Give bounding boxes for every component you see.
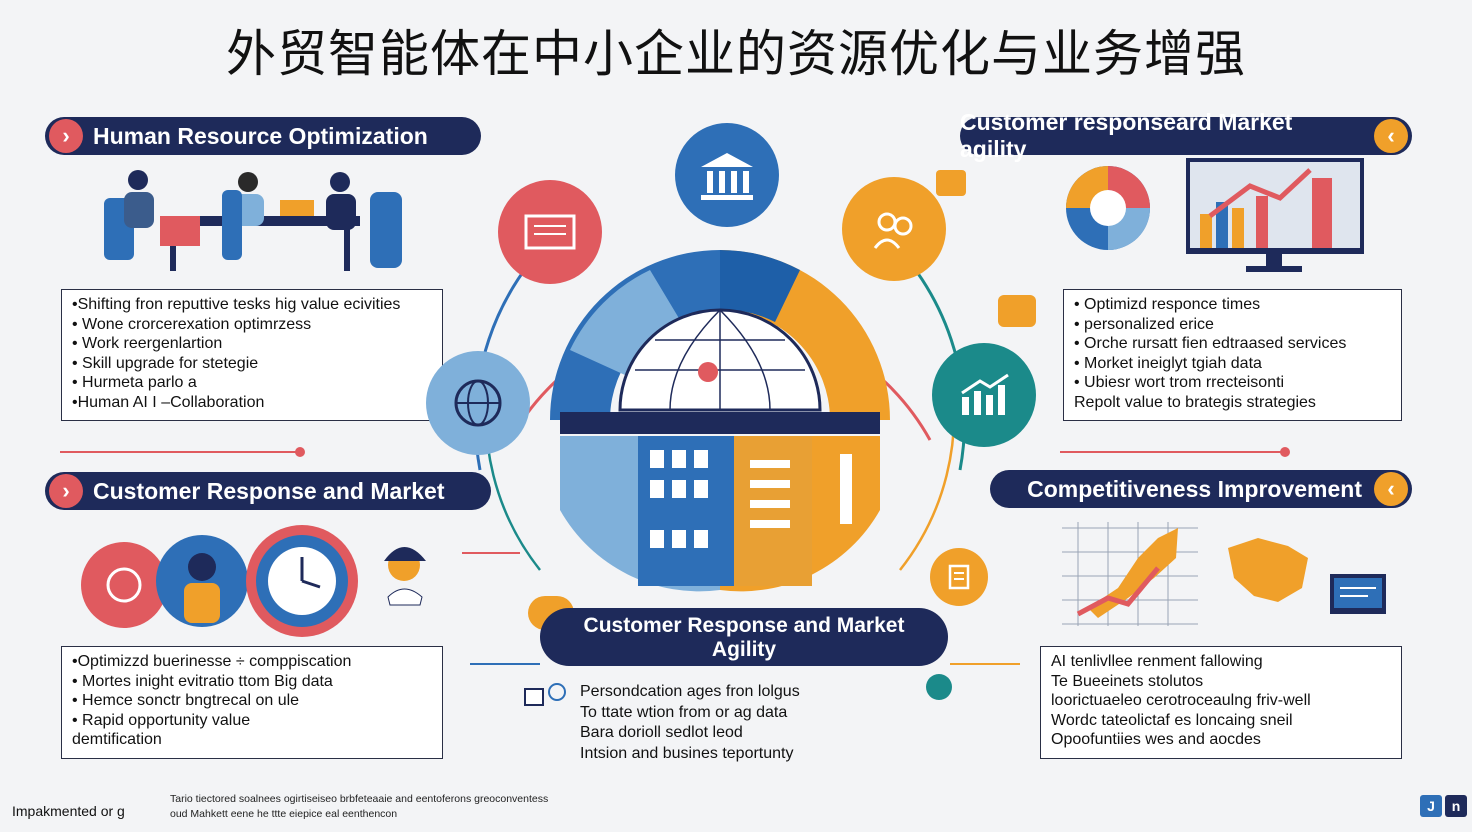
banner-customer-response: › Customer Response and Market bbox=[45, 472, 491, 510]
footer-line: Tario tiectored soalnees ogirtiseiseo br… bbox=[170, 793, 549, 805]
banner-label: Customer Response and Market bbox=[93, 477, 445, 504]
center-line: To ttate wtion from or ag data bbox=[580, 703, 788, 721]
bullet: •Optimizzd buerinesse ÷ comppiscation bbox=[72, 653, 352, 670]
bullet: AI tenlivllee renment fallowing bbox=[1051, 653, 1263, 670]
bullet: • Ubiesr wort trom rrecteisonti bbox=[1074, 374, 1285, 392]
banner-competitiveness: Competitiveness Improvement ‹ bbox=[990, 470, 1412, 508]
center-banner-line: Agility bbox=[711, 638, 777, 661]
bullet: Repolt value to brategis strategies bbox=[1074, 393, 1316, 411]
hr-bullets-box: •Shifting fron reputtive tesks hig value… bbox=[61, 289, 443, 421]
banner-label: Human Resource Optimization bbox=[93, 122, 428, 149]
bullet: • Optimizd responce times bbox=[1074, 296, 1261, 313]
teal-badge-icon bbox=[926, 674, 952, 700]
banner-market-agility: Customer responseard Market agility ‹ bbox=[960, 109, 1412, 162]
customer-icons-illustration bbox=[81, 525, 426, 637]
info-icon bbox=[524, 688, 544, 706]
footer-left-text: Impakmented or g bbox=[12, 803, 125, 819]
center-banner-line: Customer Response and Market bbox=[583, 614, 905, 637]
page-title: 外贸智能体在中小企业的资源优化与业务增强 bbox=[226, 25, 1246, 83]
chart-icon bbox=[932, 343, 1036, 447]
bullet: • Mortes inight evitratio ttom Big data bbox=[72, 672, 333, 690]
footer-line: oud Mahkett eene he ttte eiepice eal een… bbox=[170, 808, 398, 820]
brand-logo-icon: J bbox=[1420, 795, 1442, 817]
bullet: • Wone crorcerexation optimrzess bbox=[72, 315, 312, 333]
chevron-right-icon: › bbox=[49, 119, 83, 153]
chevron-left-icon: ‹ bbox=[1374, 119, 1408, 153]
center-line: Intsion and busines teportunty bbox=[580, 744, 794, 762]
chevron-right-icon: › bbox=[49, 474, 83, 508]
certificate-icon bbox=[498, 180, 602, 284]
banner-human-resource: › Human Resource Optimization bbox=[45, 117, 481, 155]
bullet: Opoofuntiies wes and aocdes bbox=[1051, 731, 1261, 749]
central-hub-diagram bbox=[474, 228, 966, 592]
building-icon bbox=[675, 123, 779, 227]
document-icon bbox=[930, 548, 988, 606]
banner-label: Customer responseard Market agility bbox=[960, 109, 1293, 162]
chevron-left-icon: ‹ bbox=[1374, 472, 1408, 506]
growth-map-illustration bbox=[1062, 522, 1386, 626]
bullet: •Human AI I –Collaboration bbox=[72, 393, 265, 411]
center-line: Bara dorioll sedlot leod bbox=[580, 724, 743, 741]
competitive-bullets-box: AI tenlivllee renment fallowing Te Bueei… bbox=[1040, 646, 1402, 759]
bullet: Te Bueeinets stolutos bbox=[1051, 672, 1204, 690]
crm-left-bullets-box: •Optimizzd buerinesse ÷ comppiscation • … bbox=[61, 646, 443, 759]
bullet: • personalized erice bbox=[1074, 315, 1214, 333]
globe-icon bbox=[426, 351, 530, 455]
bullet: •Shifting fron reputtive tesks hig value… bbox=[72, 296, 401, 313]
bullet: loorictuaeleo cerotroceaulng friv-well bbox=[1051, 692, 1311, 710]
bullet: • Rapid opportunity value bbox=[72, 711, 251, 729]
bullet: demtification bbox=[72, 731, 162, 749]
people-icon bbox=[842, 177, 946, 281]
bullet: Wordc tateolictaf es loncaing sneil bbox=[1051, 711, 1293, 729]
analytics-monitor-illustration bbox=[1066, 158, 1364, 272]
bullet: • Hemce sonctr bngtrecal on ule bbox=[72, 692, 300, 710]
center-description: Persondcation ages fron lolgus To ttate … bbox=[580, 682, 800, 764]
team-meeting-illustration bbox=[104, 170, 402, 271]
bullet: • Orche rursatt fien edtraased services bbox=[1074, 335, 1347, 353]
bullet: • Work reergenlartion bbox=[72, 335, 223, 353]
bullet: • Skill upgrade for stetegie bbox=[72, 354, 259, 372]
bullet: • Morket ineiglyt tgiah data bbox=[1074, 354, 1262, 372]
chat-bubble-icon bbox=[998, 295, 1036, 327]
center-line: Persondcation ages fron lolgus bbox=[580, 683, 800, 700]
center-banner: Customer Response and Market Agility bbox=[540, 608, 948, 666]
linkedin-icon: n bbox=[1445, 795, 1467, 817]
chat-bubble-icon bbox=[936, 170, 966, 196]
crm-right-bullets-box: • Optimizd responce times • personalized… bbox=[1063, 289, 1402, 421]
banner-label: Competitiveness Improvement bbox=[1027, 475, 1362, 502]
footer-center-text: Tario tiectored soalnees ogirtiseiseo br… bbox=[170, 792, 548, 822]
bullet: • Hurmeta parlo a bbox=[72, 374, 197, 392]
info-circle-icon bbox=[548, 683, 566, 701]
